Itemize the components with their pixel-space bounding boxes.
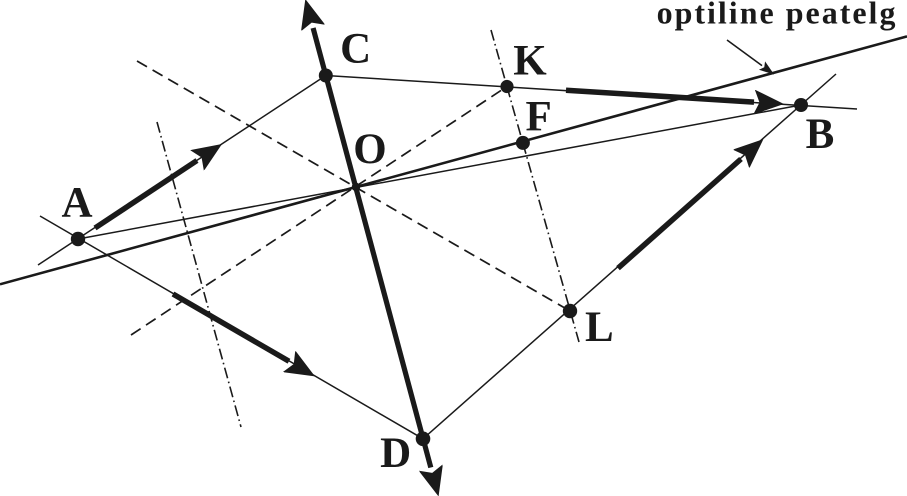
svg-text:B: B xyxy=(806,111,835,158)
svg-text:C: C xyxy=(340,25,371,72)
svg-text:L: L xyxy=(585,304,614,351)
svg-text:A: A xyxy=(61,180,92,227)
svg-text:D: D xyxy=(380,430,411,477)
svg-text:O: O xyxy=(353,126,386,173)
svg-text:optiline peatelg: optiline peatelg xyxy=(657,0,898,31)
svg-text:F: F xyxy=(525,93,551,140)
svg-text:K: K xyxy=(513,38,547,85)
